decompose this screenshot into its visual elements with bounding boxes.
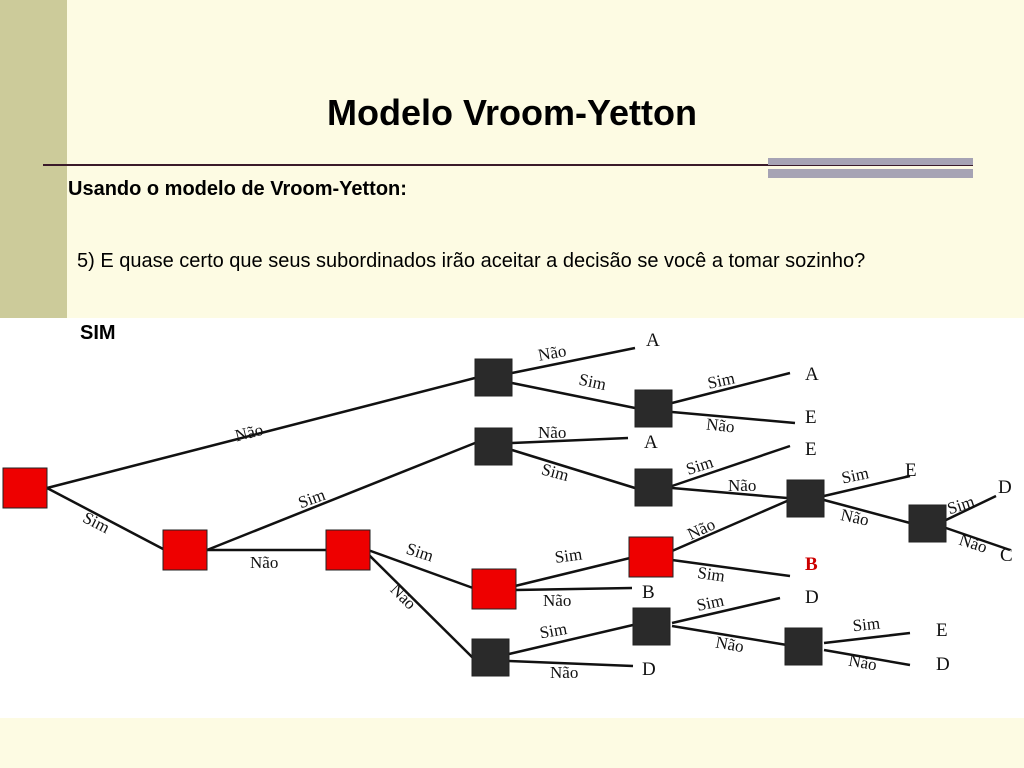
tree-node-nb4 (634, 468, 673, 507)
edge-label: Não (550, 663, 578, 682)
tree-node-4 (471, 568, 517, 610)
edge-nb2-nao (511, 436, 629, 445)
edge-label: Sim (553, 544, 583, 567)
edge-n3-sim (367, 548, 474, 590)
outcome-letters: A A E A E E D C B B D D E D (642, 330, 1013, 680)
edge-label: Não (543, 591, 571, 610)
edge-nb8-nao (945, 526, 1011, 552)
edge-nb7-nao (823, 498, 911, 525)
edge-label: Não (537, 341, 568, 365)
tree-node-2 (162, 529, 208, 571)
tree-nodes (2, 358, 947, 677)
accent-bar-top (768, 158, 973, 165)
outcome-letter: E (936, 620, 948, 641)
edge-n5-sim (671, 558, 791, 578)
edge-nb1-nao (511, 346, 636, 375)
edge-label: Não (705, 415, 735, 437)
edge-label: Não (250, 553, 278, 572)
tree-node-3 (325, 529, 371, 571)
outcome-letter: E (905, 460, 917, 481)
edge-label: Não (847, 651, 878, 675)
tree-node-nb7 (786, 479, 825, 518)
slide-subtitle: Usando o modelo de Vroom-Yetton: (68, 178, 407, 200)
tree-node-5 (628, 536, 674, 578)
outcome-letter: E (805, 407, 817, 428)
question-text: 5) E quase certo que seus subordinados i… (77, 250, 866, 272)
edge-label: Sim (696, 563, 726, 586)
edge-n4-nao (514, 586, 633, 592)
edge-nb4-sim (671, 444, 791, 488)
outcome-letter: D (805, 587, 819, 608)
edge-nb6-sim (671, 596, 781, 625)
outcome-letter: D (998, 477, 1012, 498)
edge-nb3-sim (671, 371, 791, 405)
outcome-letter: D (936, 654, 950, 675)
tree-node-nb1 (474, 358, 513, 397)
edge-nb1-sim (511, 381, 636, 410)
edge-nb3-nao (671, 410, 796, 425)
edge-nb7-sim (823, 474, 911, 498)
edge-label: Sim (852, 614, 881, 636)
tree-node-nb9 (784, 627, 823, 666)
outcome-letter: B (642, 582, 655, 603)
outcome-letter: C (1000, 545, 1013, 566)
tree-edges (46, 346, 1011, 668)
edge-nb9-sim (823, 631, 911, 645)
edge-nb2-sim (511, 448, 636, 490)
tree-node-nb8 (908, 504, 947, 543)
edge-label: Sim (538, 619, 568, 642)
edge-label: Não (714, 633, 745, 657)
answer-text: SIM (80, 322, 116, 344)
outcome-letter: A (805, 364, 819, 385)
outcome-letter: A (646, 330, 660, 351)
edge-nb9-nao (823, 648, 911, 667)
slide-title: Modelo Vroom-Yetton (326, 92, 697, 133)
outcome-letter-highlighted: B (805, 554, 818, 575)
title-rule (43, 164, 973, 166)
tree-node-nb5 (471, 638, 510, 677)
edge-nb5-nao (508, 659, 634, 668)
edge-n3-nao (367, 553, 474, 659)
edge-label: Não (538, 423, 566, 442)
tree-node-nb3 (634, 389, 673, 428)
tree-node-root (2, 467, 48, 509)
outcome-letter: E (805, 439, 817, 460)
edge-root-sim (46, 486, 166, 552)
edge-nb5-sim (508, 623, 634, 656)
tree-node-nb6 (632, 607, 671, 646)
tree-node-nb2 (474, 427, 513, 466)
edge-nb8-sim (945, 494, 997, 522)
edge-nb4-nao (671, 486, 788, 500)
edge-nb6-nao (671, 624, 788, 647)
decision-tree-diagram: Não Sim Sim Não Não Sim Não Sim Sim Não … (0, 318, 1024, 718)
edge-n4-sim (514, 556, 631, 588)
edge-label: Não (728, 476, 756, 495)
accent-bar-bottom (768, 169, 973, 178)
edge-n2-sim (206, 441, 476, 552)
outcome-letter: D (642, 659, 656, 680)
outcome-letter: A (644, 432, 658, 453)
edge-root-nao (46, 376, 476, 490)
edge-n5-nao (671, 499, 788, 553)
left-decorative-band (0, 0, 67, 318)
